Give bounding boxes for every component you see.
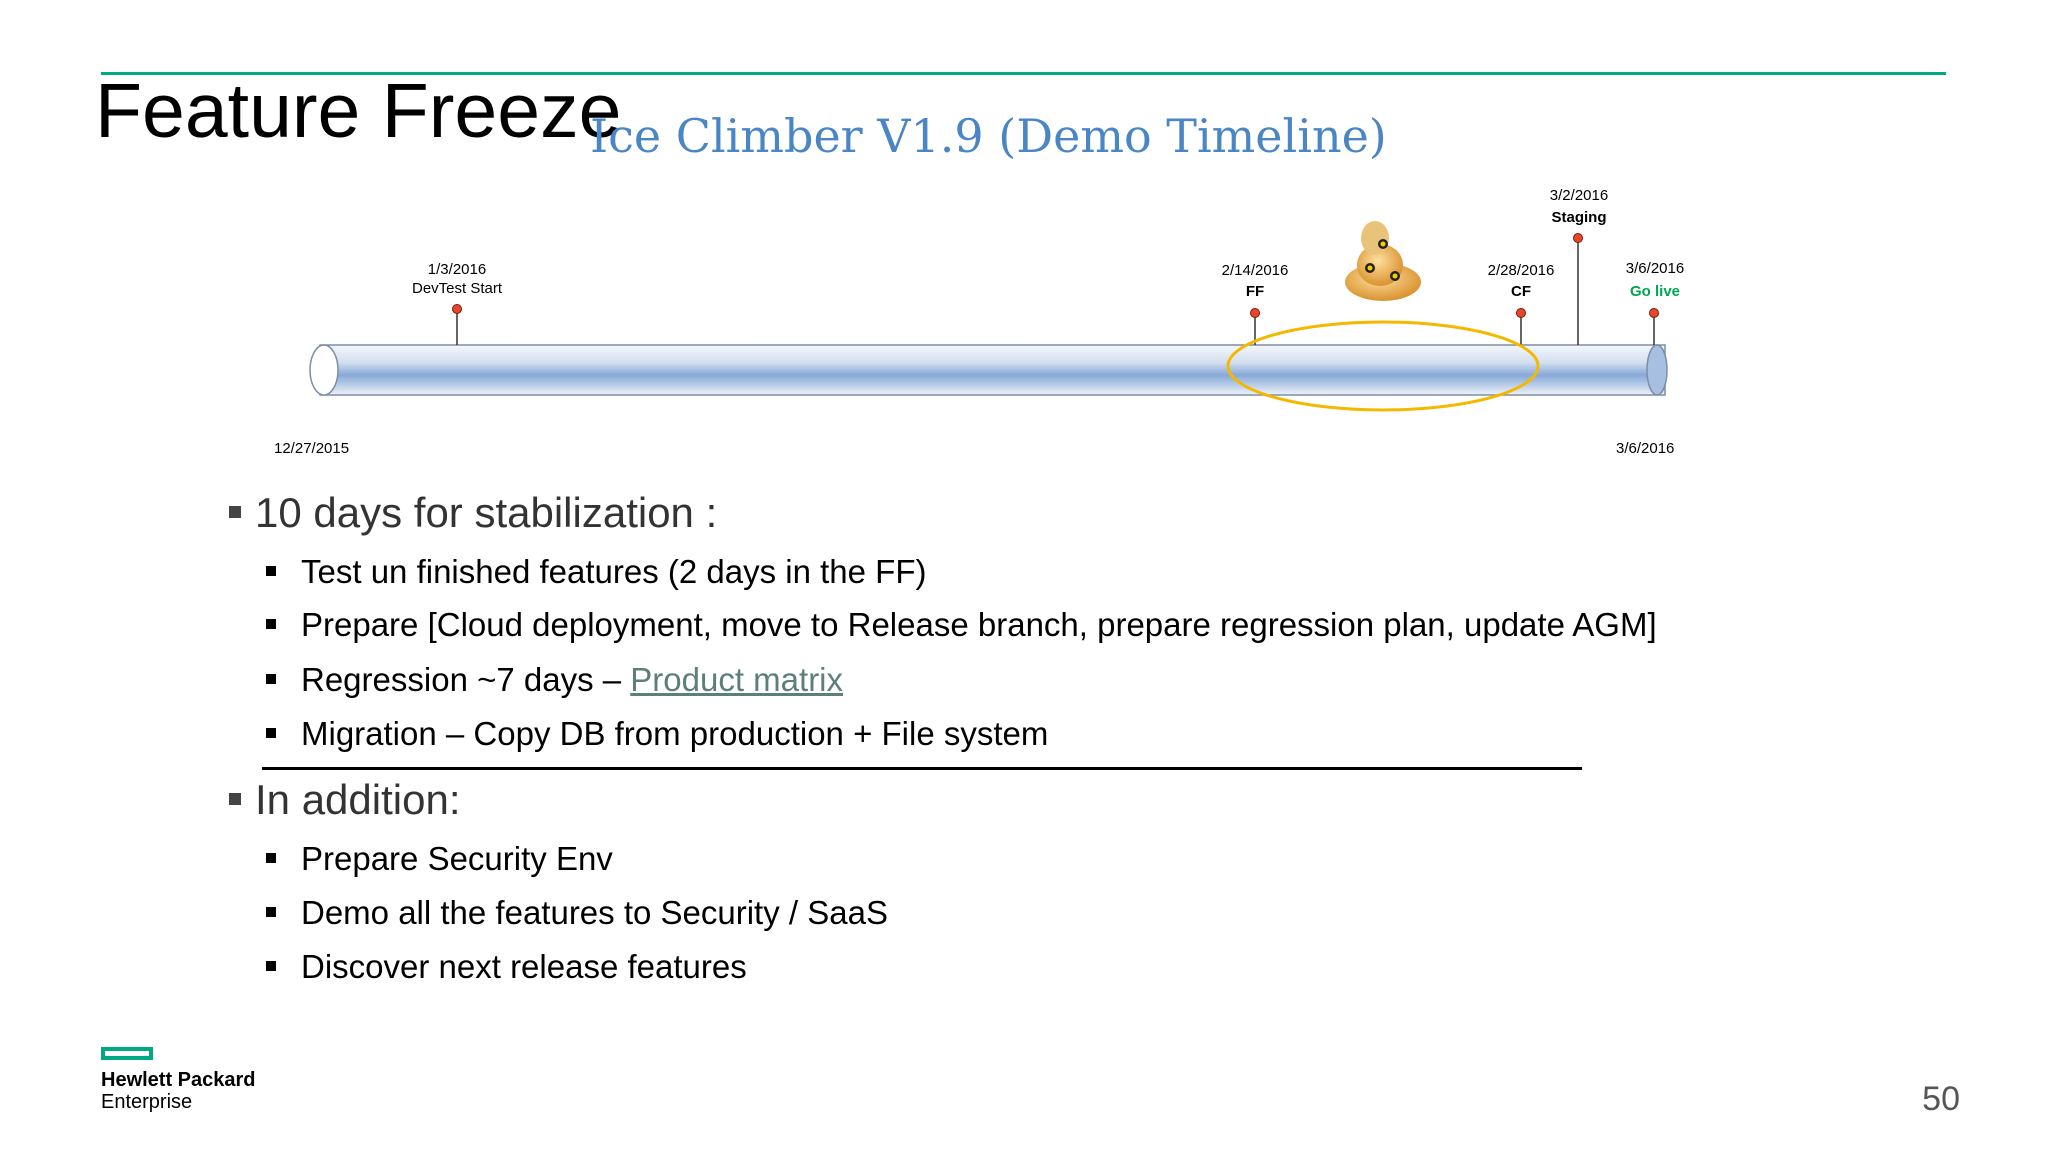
bullet-square-icon: [266, 853, 276, 864]
milestone-label: DevTest Start: [412, 280, 503, 297]
bullet-heading-addition: In addition:: [229, 775, 461, 825]
logo-name: Hewlett Packard: [101, 1069, 256, 1091]
crash-test-dummy-icon: [1345, 221, 1421, 301]
milestone-date: 2/14/2016: [1222, 262, 1289, 279]
timeline-graphic: 1/3/2016 DevTest Start 2/14/2016 FF 2/28…: [274, 187, 1684, 457]
list-item: Demo all the features to Security / SaaS: [266, 892, 888, 934]
milestone-label-go-live: Go live: [1630, 283, 1680, 300]
hpe-logo: Hewlett Packard Enterprise: [101, 1047, 256, 1113]
milestone-marker: [452, 304, 462, 314]
list-item: Prepare Security Env: [266, 838, 613, 880]
milestone-marker: [1573, 233, 1583, 243]
bullet-heading-stabilization: 10 days for stabilization :: [229, 488, 717, 538]
milestone-label: CF: [1511, 283, 1531, 300]
timeline-bar-start-cap: [309, 344, 339, 396]
milestone-date: 1/3/2016: [428, 261, 486, 278]
slide-title: Feature Freeze: [95, 68, 622, 154]
bullet-square-icon: [229, 792, 241, 805]
title-rule: [101, 72, 1946, 75]
bullet-square-icon: [266, 728, 276, 739]
hpe-element-icon: [101, 1047, 153, 1060]
timeline-end-label: 3/6/2016: [1616, 440, 1674, 457]
list-item-regression: Regression ~7 days – Product matrix: [266, 659, 843, 701]
bullet-square-icon: [266, 674, 276, 685]
bullet-square-icon: [266, 619, 276, 630]
milestone-marker: [1516, 308, 1526, 318]
milestone-marker: [1649, 308, 1659, 318]
timeline-bar-end-cap: [1646, 344, 1668, 396]
timeline-start-label: 12/27/2015: [274, 440, 349, 457]
stabilization-highlight: [1226, 320, 1540, 412]
milestone-date: 3/6/2016: [1626, 260, 1684, 277]
section-divider: [262, 767, 1582, 770]
page-number: 50: [1922, 1080, 1960, 1118]
list-item: Test un finished features (2 days in the…: [266, 551, 926, 593]
product-matrix-link[interactable]: Product matrix: [630, 661, 844, 698]
milestone-date: 2/28/2016: [1488, 262, 1555, 279]
bullet-square-icon: [266, 961, 276, 972]
bullet-square-icon: [266, 566, 276, 577]
milestone-label: Staging: [1552, 209, 1607, 226]
timeline-bar: [319, 344, 1666, 396]
list-item: Discover next release features: [266, 946, 747, 988]
bullet-square-icon: [266, 907, 276, 918]
bullet-square-icon: [229, 505, 241, 518]
list-item: Prepare [Cloud deployment, move to Relea…: [266, 604, 1657, 646]
logo-sub: Enterprise: [101, 1091, 193, 1113]
milestone-marker: [1250, 308, 1260, 318]
milestone-label: FF: [1246, 283, 1264, 300]
milestone-date: 3/2/2016: [1550, 187, 1608, 204]
timeline-title: Ice Climber V1.9 (Demo Timeline): [590, 109, 1387, 163]
list-item: Migration – Copy DB from production + Fi…: [266, 713, 1048, 755]
